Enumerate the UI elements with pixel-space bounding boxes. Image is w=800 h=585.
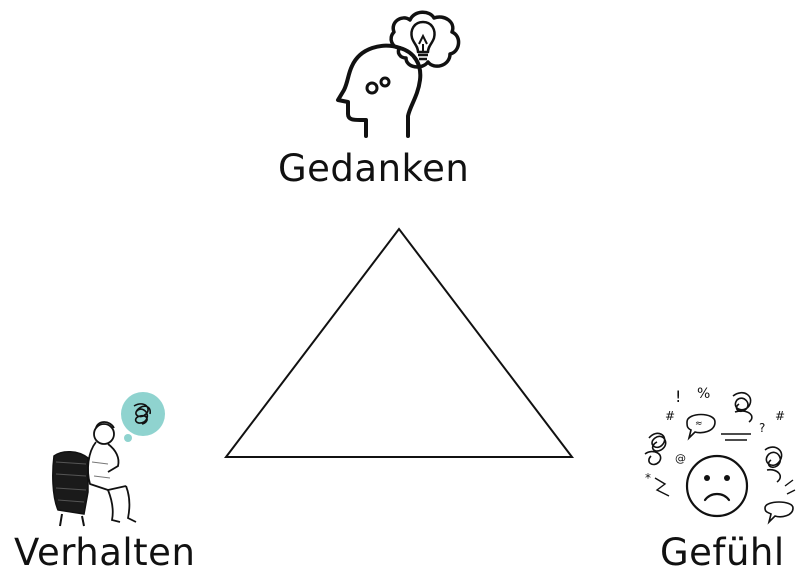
svg-text:#: # <box>775 409 785 423</box>
svg-text:?: ? <box>759 421 765 435</box>
svg-text:!: ! <box>675 387 681 406</box>
node-label-thoughts: Gedanken <box>278 147 470 190</box>
svg-text:*: * <box>645 471 651 485</box>
triangle-shape <box>223 227 575 458</box>
sad-face-scribble-icon: ≈ ! % # ? # * @ <box>635 382 800 530</box>
node-label-behavior: Verhalten <box>14 531 196 574</box>
sitting-person-icon <box>48 392 178 532</box>
svg-text:≈: ≈ <box>695 419 703 429</box>
svg-text:%: % <box>697 386 710 402</box>
svg-text:#: # <box>665 409 675 423</box>
node-label-feeling: Gefühl <box>660 531 785 574</box>
svg-text:@: @ <box>675 452 686 465</box>
head-lightbulb-icon <box>330 8 470 138</box>
